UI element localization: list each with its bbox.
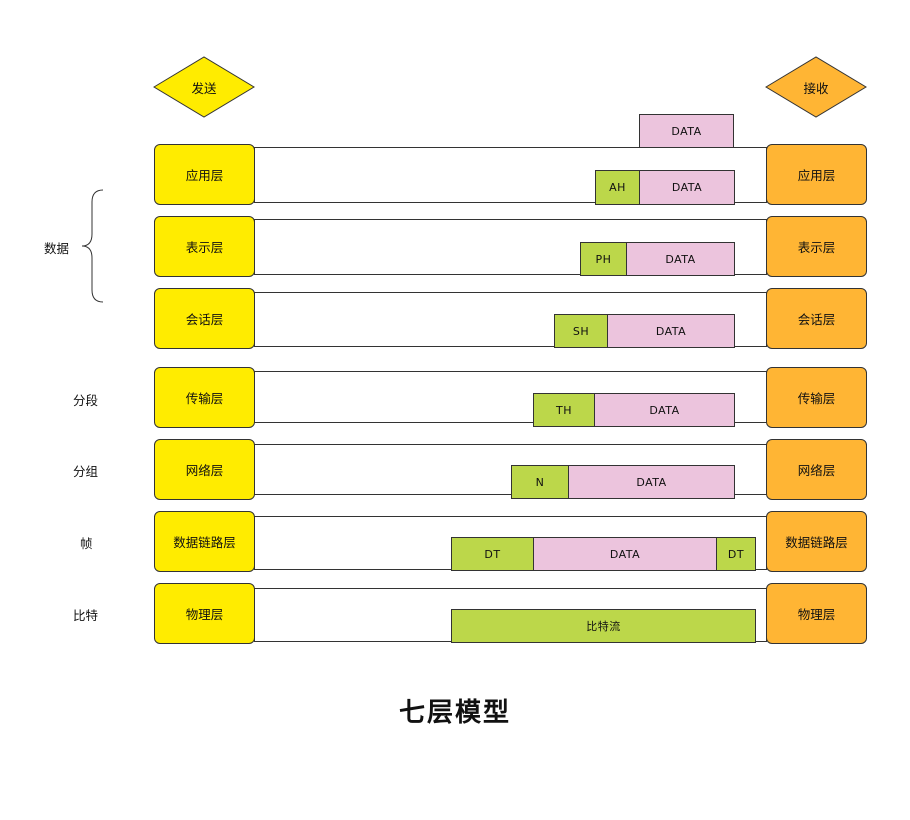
data-segment: DATA [533,537,717,571]
send-layer-box: 表示层 [154,216,255,277]
receive-layer-box: 表示层 [766,216,867,277]
send-layer-box: 会话层 [154,288,255,349]
pdu-side-label: 帧 [80,536,93,551]
send-layer-box: 传输层 [154,367,255,428]
data-segment: DATA [639,170,735,205]
pdu-side-label: 分段 [73,393,99,408]
receive-layer-box: 网络层 [766,439,867,500]
send-layer-box: 数据链路层 [154,511,255,572]
receive-layer-box: 传输层 [766,367,867,428]
send-layer-box: 网络层 [154,439,255,500]
header-segment: DT [716,537,756,571]
header-segment: DT [451,537,534,571]
data-brace [81,189,104,303]
receive-layer-box: 应用层 [766,144,867,205]
send-label: 发送 [191,80,217,96]
header-segment: SH [554,314,608,348]
data-segment: DATA [594,393,735,427]
top-data-block: DATA [639,114,734,148]
send-layer-box: 应用层 [154,144,255,205]
receive-layer-box: 数据链路层 [766,511,867,572]
pdu-side-label: 分组 [73,464,99,479]
header-segment: TH [533,393,595,427]
receive-layer-box: 物理层 [766,583,867,644]
header-segment: 比特流 [451,609,756,643]
data-segment: DATA [626,242,735,276]
brace-label: 数据 [44,241,70,256]
send-diamond [153,56,255,118]
data-segment: DATA [607,314,735,348]
pdu-side-label: 比特 [73,608,99,623]
send-layer-box: 物理层 [154,583,255,644]
header-segment: PH [580,242,627,276]
header-segment: AH [595,170,640,205]
receive-diamond [765,56,867,118]
diagram-title: 七层模型 [398,698,511,728]
header-segment: N [511,465,569,499]
receive-label: 接收 [803,80,829,96]
receive-layer-box: 会话层 [766,288,867,349]
data-segment: DATA [568,465,735,499]
